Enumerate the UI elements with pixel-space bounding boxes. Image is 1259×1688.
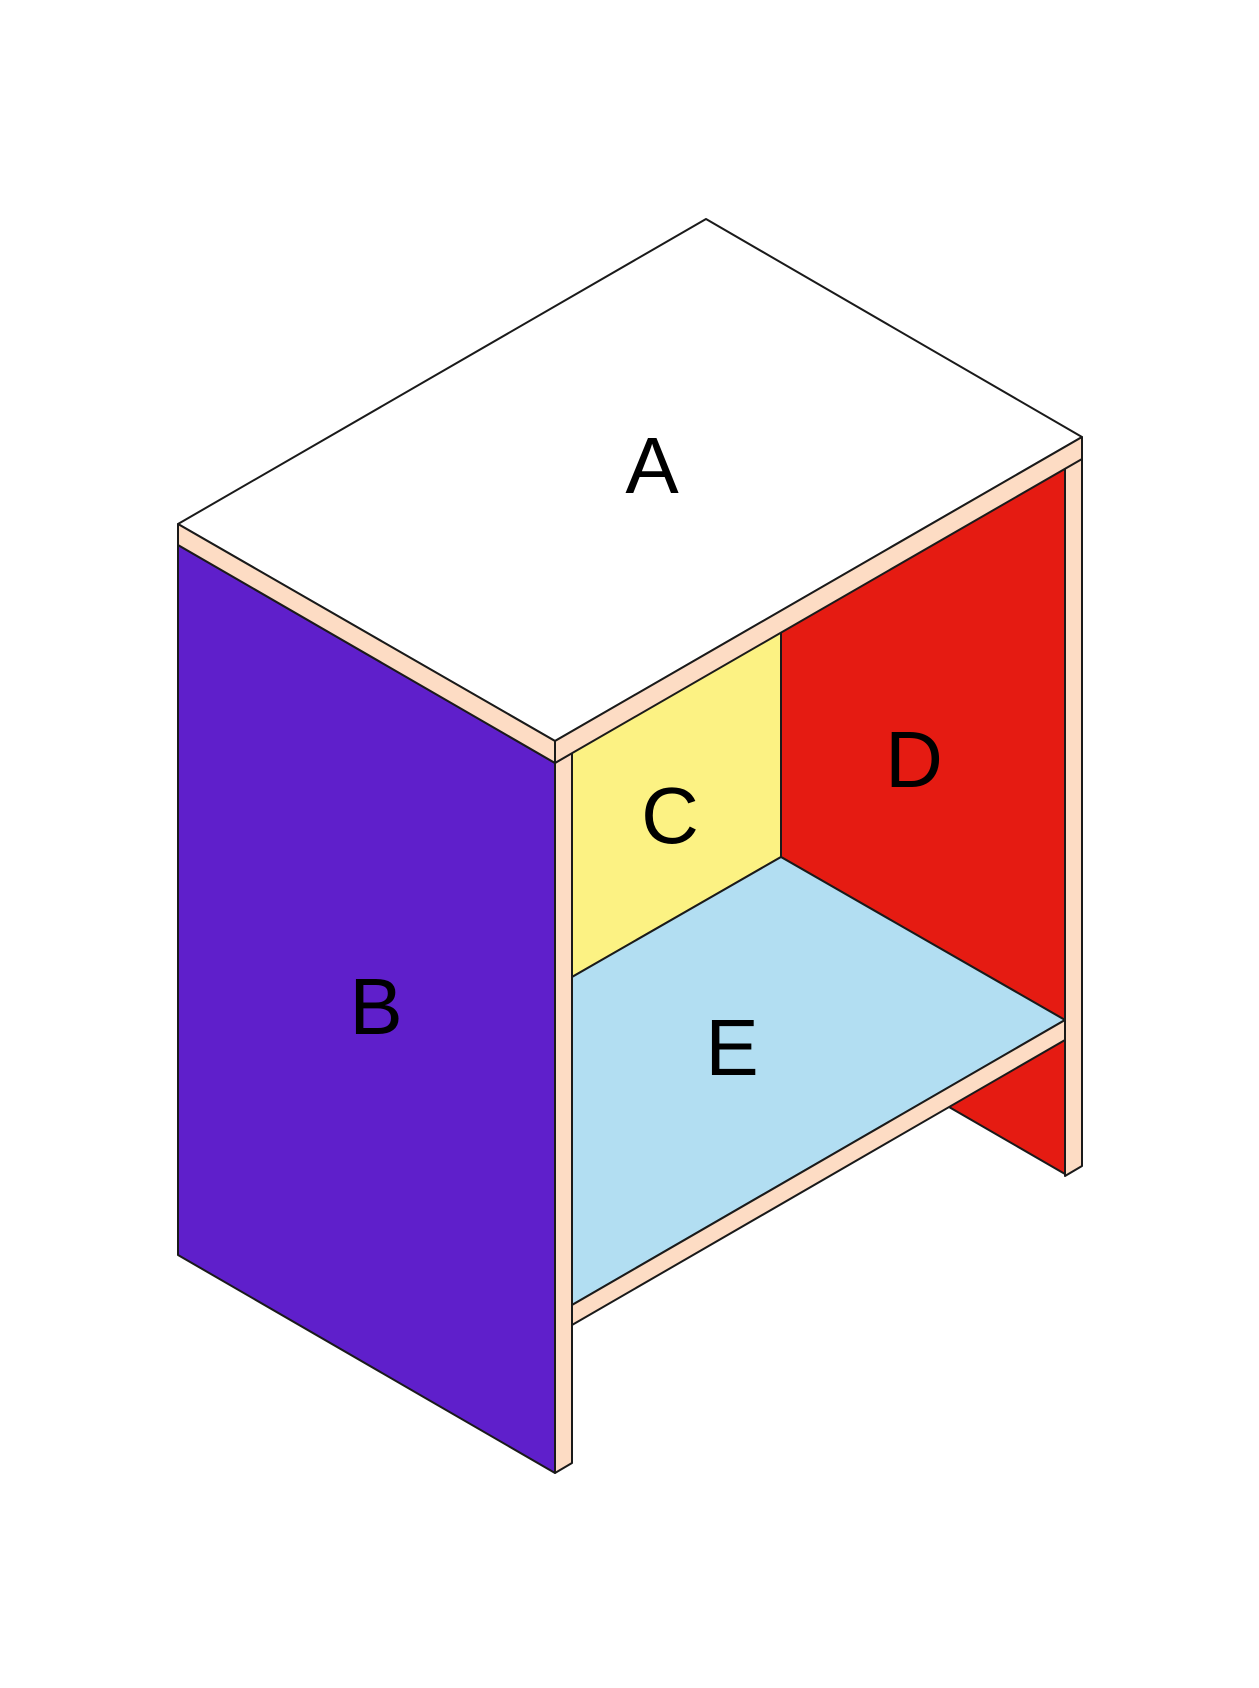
left-side-front-edge	[554, 752, 573, 1474]
label-c: C	[641, 771, 699, 860]
label-e: E	[705, 1003, 758, 1092]
label-a: A	[625, 421, 679, 510]
right-side-front-edge	[1064, 453, 1083, 1177]
label-d: D	[885, 715, 943, 804]
top-front-right-edge	[554, 436, 1083, 764]
label-b: B	[349, 962, 402, 1051]
